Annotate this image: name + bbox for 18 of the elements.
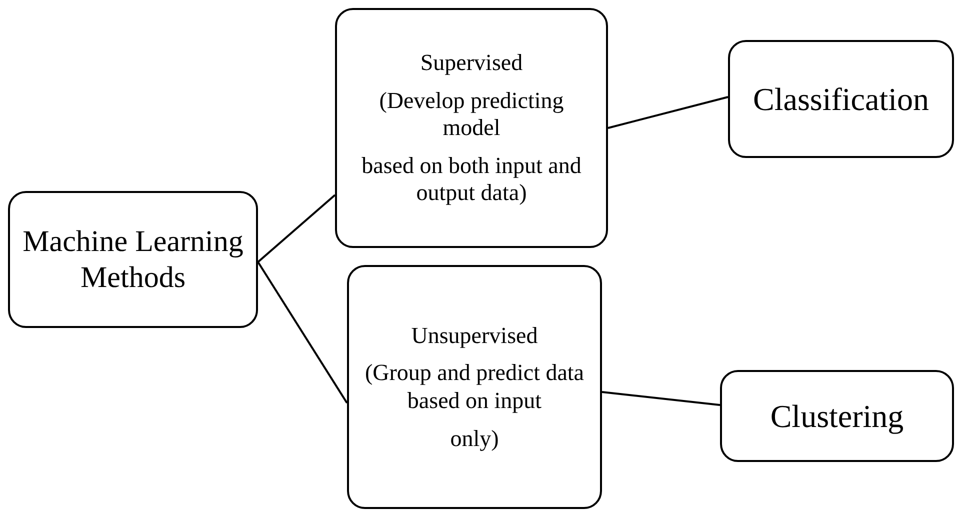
connector-line <box>608 96 728 129</box>
box-text: based on both input and output data) <box>360 152 582 207</box>
rounded-box <box>347 265 602 509</box>
box-text: only) <box>450 424 499 452</box>
box-heading: Unsupervised <box>411 322 538 350</box>
box-text: (Develop predicting model <box>378 86 565 142</box>
connector-line <box>602 391 720 406</box>
box-text: Clustering <box>770 396 904 436</box>
rounded-box <box>720 370 954 462</box>
connector-line <box>257 261 348 404</box>
box-heading: Supervised <box>420 49 523 77</box>
box-text: Machine Learning Methods <box>22 224 244 296</box>
rounded-box <box>8 191 258 328</box>
rounded-box <box>335 8 608 248</box>
box-text: (Group and predict data based on input <box>364 359 586 415</box>
connector-line <box>257 194 336 263</box>
box-text: Classification <box>753 80 929 118</box>
rounded-box <box>728 40 954 158</box>
